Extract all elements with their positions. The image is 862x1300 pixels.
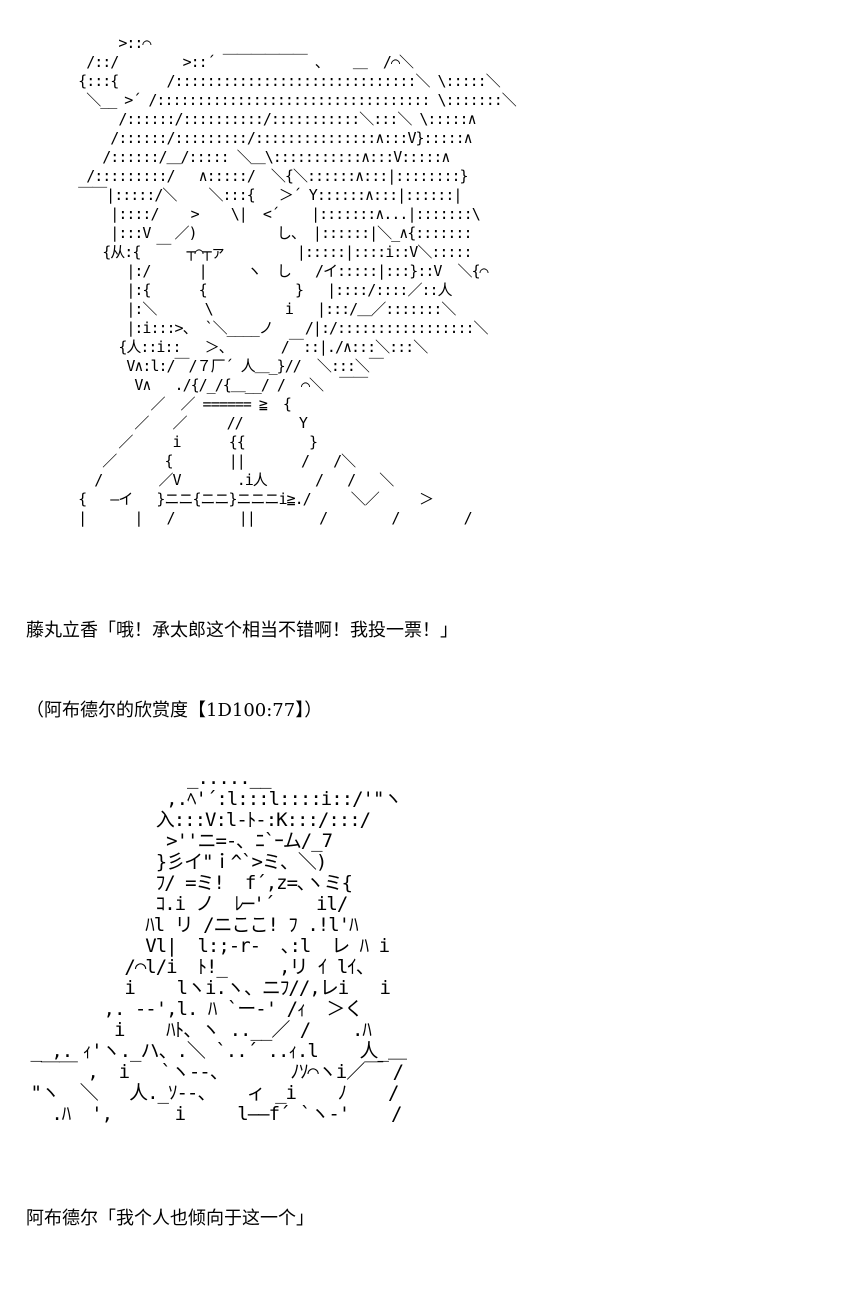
dialogue-line-dice-roll: （阿布德尔的欣赏度【1D100:77】） bbox=[26, 700, 323, 721]
ascii-art-avdol: _.....__ ,.ﾍ'´:l:::l::::i::/'"ヽ 入:::V:l-… bbox=[30, 767, 407, 1125]
ascii-art-fujimaru-ritsuka: >::⌒ /::/ >::´ ￣￣￣￣￣￣ 、 ＿ /⌒＼ {:::{ /:::… bbox=[78, 34, 517, 527]
dialogue-line-avdol: 阿布德尔「我个人也倾向于这一个」 bbox=[26, 1208, 314, 1229]
dialogue-line-fujimaru: 藤丸立香「哦！承太郎这个相当不错啊！我投一票！」 bbox=[26, 620, 458, 641]
